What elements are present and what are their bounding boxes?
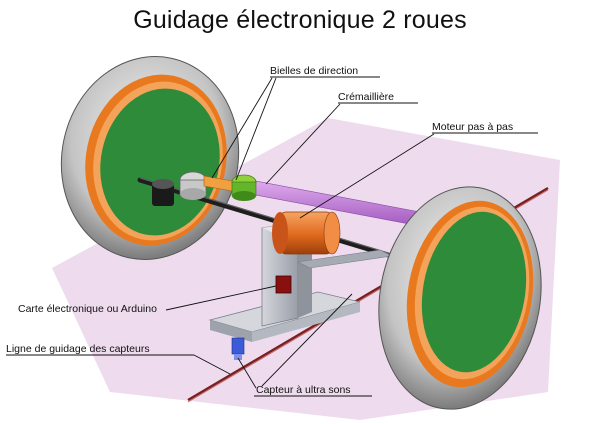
ultrasonic-sensor [231, 337, 245, 360]
leader-carte [165, 285, 277, 311]
left-wheel [60, 56, 240, 260]
leader-moteur [299, 133, 435, 219]
leader-bielles-1 [211, 77, 273, 179]
leader-bielles-2 [235, 77, 277, 181]
electronic-board [275, 275, 292, 294]
label-capteur: Capteur à ultra sons [256, 384, 351, 396]
leader-capteur-1 [237, 357, 257, 389]
leader-ligne [193, 354, 231, 375]
label-cremaillere: Crémaillière [338, 91, 394, 103]
frame [208, 221, 393, 342]
stepper-motor [272, 211, 341, 255]
leader-cremaillere [265, 103, 341, 185]
label-moteur: Moteur pas à pas [432, 121, 513, 133]
steering-links [152, 171, 257, 206]
label-ligne: Ligne de guidage des capteurs [6, 343, 150, 355]
label-bielles: Bielles de direction [270, 65, 358, 77]
label-carte: Carte électronique ou Arduino [18, 303, 157, 315]
leader-capteur-2 [261, 293, 353, 387]
page-title: Guidage électronique 2 roues [133, 6, 467, 34]
right-wheel [378, 186, 542, 410]
